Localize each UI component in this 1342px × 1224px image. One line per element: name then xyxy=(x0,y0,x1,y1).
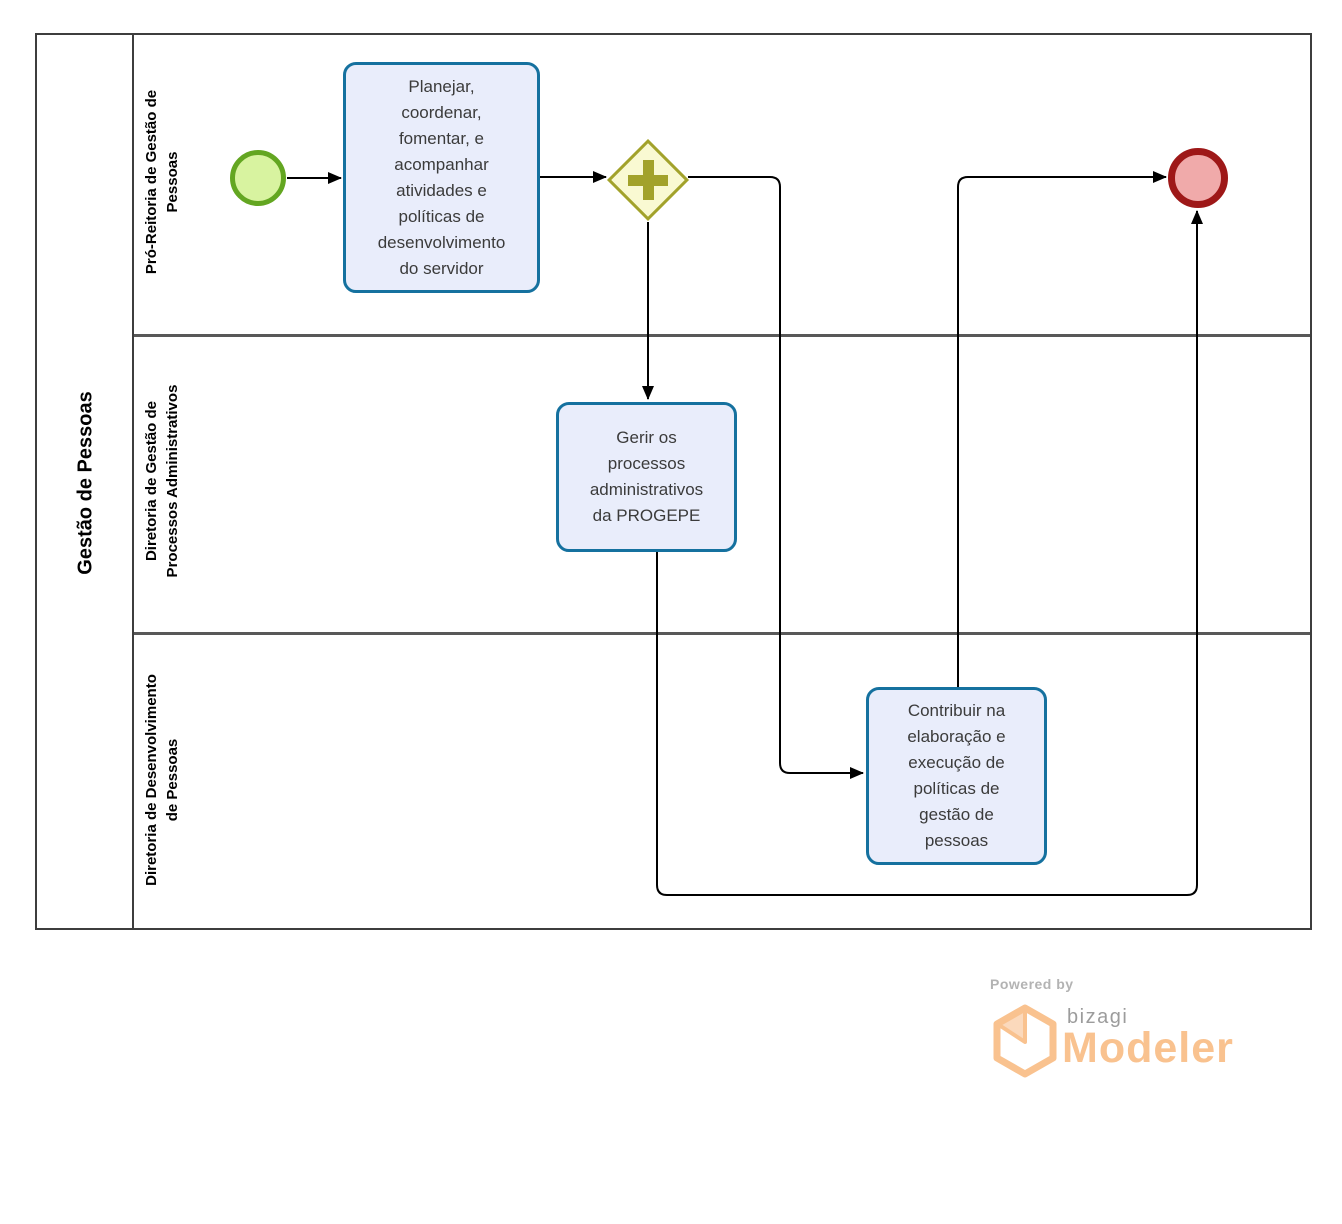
bizagi-logo-icon xyxy=(993,1004,1057,1078)
end-event[interactable] xyxy=(1168,148,1228,208)
powered-by-text: Powered by xyxy=(990,976,1074,992)
modeler-product-text: Modeler xyxy=(1062,1024,1234,1072)
task-contribuir[interactable]: Contribuir na elaboração e execução de p… xyxy=(866,687,1047,865)
lane-label-diretoria-desenvolvimento: Diretoria de Desenvolvimento de Pessoas xyxy=(143,674,181,886)
lane-pro-reitoria xyxy=(134,35,1310,334)
lane-diretoria-desenvolvimento xyxy=(134,632,1310,930)
task-planejar[interactable]: Planejar, coordenar, fomentar, e acompan… xyxy=(343,62,540,293)
task-gerir-label: Gerir os processos administrativos da PR… xyxy=(589,428,704,525)
start-event[interactable] xyxy=(230,150,286,206)
bizagi-brand-text: bizagi xyxy=(1067,1006,1129,1028)
lane-label-pro-reitoria: Pró-Reitoria de Gestão de Pessoas xyxy=(143,89,181,275)
pool-title-strip: Gestão de Pessoas xyxy=(37,35,134,928)
task-contribuir-label: Contribuir na elaboração e execução de p… xyxy=(907,701,1006,850)
lane-label-diretoria-processos: Diretoria de Gestão de Processos Adminis… xyxy=(143,384,181,578)
pool-title: Gestão de Pessoas xyxy=(74,391,97,575)
task-planejar-label: Planejar, coordenar, fomentar, e acompan… xyxy=(377,76,506,278)
task-gerir[interactable]: Gerir os processos administrativos da PR… xyxy=(556,402,737,552)
